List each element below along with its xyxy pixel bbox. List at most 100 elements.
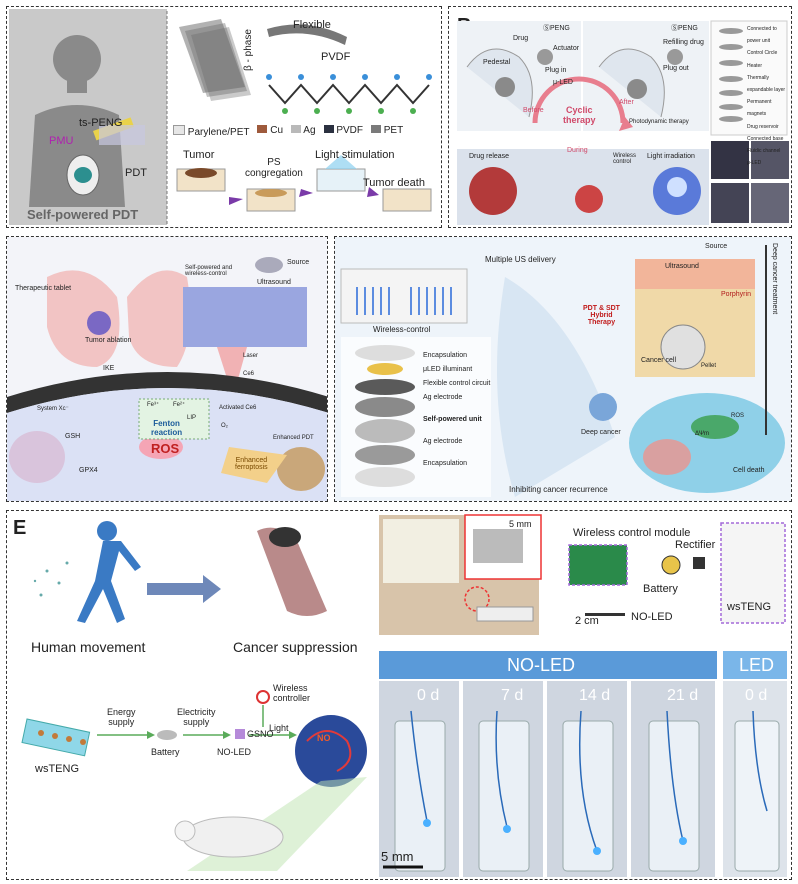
ps-congregation-label: PS congregation [245, 157, 303, 179]
plug-out-label: Plug out [663, 65, 689, 72]
deep-cancer-treatment-label: Deep cancer treatment [771, 243, 778, 315]
layer-legend: Parylene/PET Cu Ag PVDF PET [173, 125, 403, 138]
pdt-sdt-label: PDT & SDT Hybrid Therapy [583, 305, 620, 326]
wsteng-label: wsTENG [727, 601, 771, 613]
stack-label: Drug reservoir [747, 123, 779, 130]
layer-label: μLED illuminant [423, 366, 473, 373]
pellet-label: Pellet [701, 363, 717, 369]
ts-peng-label: ts-PENG [79, 117, 123, 129]
cell-death-label: Cell death [733, 467, 765, 474]
cancer-cell-label: Cancer cell [641, 357, 677, 364]
wireless-module-label: Wireless control module [573, 527, 691, 539]
day-label: 7 d [501, 687, 524, 704]
wireless-control-label: Wireless control [613, 153, 637, 165]
ros-label: ROS [731, 413, 745, 419]
beta-phase-label: β - phase [243, 29, 254, 71]
inhibiting-label: Inhibiting cancer recurrence [509, 485, 608, 494]
panel-a: A ts-PENG PMU PDT Self-p [6, 6, 442, 228]
layer-label: Encapsulation [423, 460, 467, 467]
fenton-label: Fenton reaction [151, 419, 183, 437]
light-stimulation-label: Light stimulation [315, 149, 395, 161]
pedestal-label: Pedestal [483, 59, 511, 66]
tumor-ablation-label: Tumor ablation [85, 337, 132, 344]
legend-label: PVDF [336, 125, 363, 136]
source-label: Source [705, 243, 728, 250]
peng-right-label: ⓈPENG [671, 25, 698, 32]
day-label: 0 d [417, 687, 440, 704]
self-powered-label: Self-powered and wireless-control [185, 265, 233, 277]
legend-swatch [173, 125, 185, 135]
legend-label: PET [383, 125, 404, 136]
legend-swatch [323, 125, 334, 133]
layer-label: Flexible control circuit [423, 380, 491, 387]
stack-label: Fluidic channel [747, 148, 781, 155]
layer-label: Encapsulation [423, 352, 467, 359]
ce6-label: Ce6 [243, 371, 255, 377]
lip-label: LIP [187, 415, 197, 421]
u-led-label: μ-LED [553, 79, 573, 86]
layer-label: Ag electrode [423, 438, 463, 445]
led-header: LED [739, 655, 775, 675]
wsteng-left-label: wsTENG [35, 763, 79, 775]
stack-label: Control Circle [747, 50, 778, 57]
stack-label: Connected to power unit [747, 26, 777, 45]
fe2-label: Fe²⁺ [173, 402, 186, 408]
legend-item: Ag [291, 125, 316, 138]
legend-label: Ag [303, 125, 316, 136]
cancer-suppression-label: Cancer suppression [233, 639, 358, 655]
during-label: During [567, 147, 588, 154]
led-day-label: 0 d [745, 687, 768, 704]
day-label: 14 d [579, 687, 611, 704]
pmu-label: PMU [49, 135, 74, 147]
ros-label: ROS [151, 441, 180, 456]
layer-label: Self-powered unit [423, 416, 482, 423]
stack-label: Thermally expandable layer [747, 74, 786, 94]
actuator-label: Actuator [553, 45, 580, 52]
stack-label: Connected base [747, 135, 784, 142]
gsno-label: GSNO [247, 729, 274, 739]
scale-5mm-label: 5 mm [509, 519, 532, 529]
scale-2cm-label: 2 cm [575, 615, 599, 627]
cyclic-therapy-label: Cyclic therapy [563, 105, 596, 125]
flexible-label: Flexible [293, 19, 331, 31]
layer-label: Ag electrode [423, 394, 463, 401]
battery-label: Battery [643, 583, 678, 595]
legend-label: Cu [270, 125, 284, 136]
day-label: 21 d [667, 687, 699, 704]
scale-vial-label: 5 mm [381, 849, 414, 864]
legend-item: Cu [257, 125, 283, 138]
porphyrin-label: Porphyrin [721, 291, 751, 298]
light-label: Light [269, 723, 289, 733]
light-irradiation-label: Light irradiation [647, 153, 695, 160]
delta-psi-label: ΔΨm [695, 431, 710, 437]
multiple-us-label: Multiple US delivery [485, 255, 556, 264]
legend-swatch [291, 125, 302, 133]
tumor-death-label: Tumor death [363, 177, 425, 189]
no-led-left-label: NO-LED [217, 747, 252, 757]
plug-in-label: Plug in [545, 67, 567, 74]
device-layer-labels: Encapsulation μLED illuminant Flexible c… [423, 345, 490, 475]
rectifier-label: Rectifier [675, 539, 716, 551]
refilling-drug-label: Refilling drug [663, 39, 704, 46]
fe3-label: Fe³⁺ [147, 402, 160, 408]
wireless-control-label: Wireless-control [373, 325, 431, 334]
legend-swatch [257, 125, 268, 133]
panel-d: D Wireless-control Multiple US delivery … [334, 236, 792, 502]
panel-label: E [13, 517, 27, 539]
ike-label: IKE [103, 365, 115, 372]
tumor-label: Tumor [183, 149, 215, 161]
stack-label: Heater [747, 62, 763, 69]
stack-label: Permanent magnets [747, 99, 772, 118]
enhanced-ferroptosis-label: Enhanced ferroptosis [235, 457, 268, 471]
legend-item: PVDF [323, 125, 363, 138]
human-movement-label: Human movement [31, 639, 146, 655]
drug-label: Drug [513, 35, 529, 42]
pdt-label: PDT [125, 167, 147, 179]
panel-b-graphics [457, 20, 789, 225]
panel-a-caption: Self-powered PDT [27, 207, 139, 222]
gpx4-label: GPX4 [79, 467, 98, 474]
drug-release-label: Drug release [469, 153, 510, 160]
photodynamic-therapy-label: Photodynamic therapy [629, 119, 689, 125]
activated-ce6-label: Activated Ce6 [219, 405, 257, 411]
panel-e: E [6, 510, 792, 880]
